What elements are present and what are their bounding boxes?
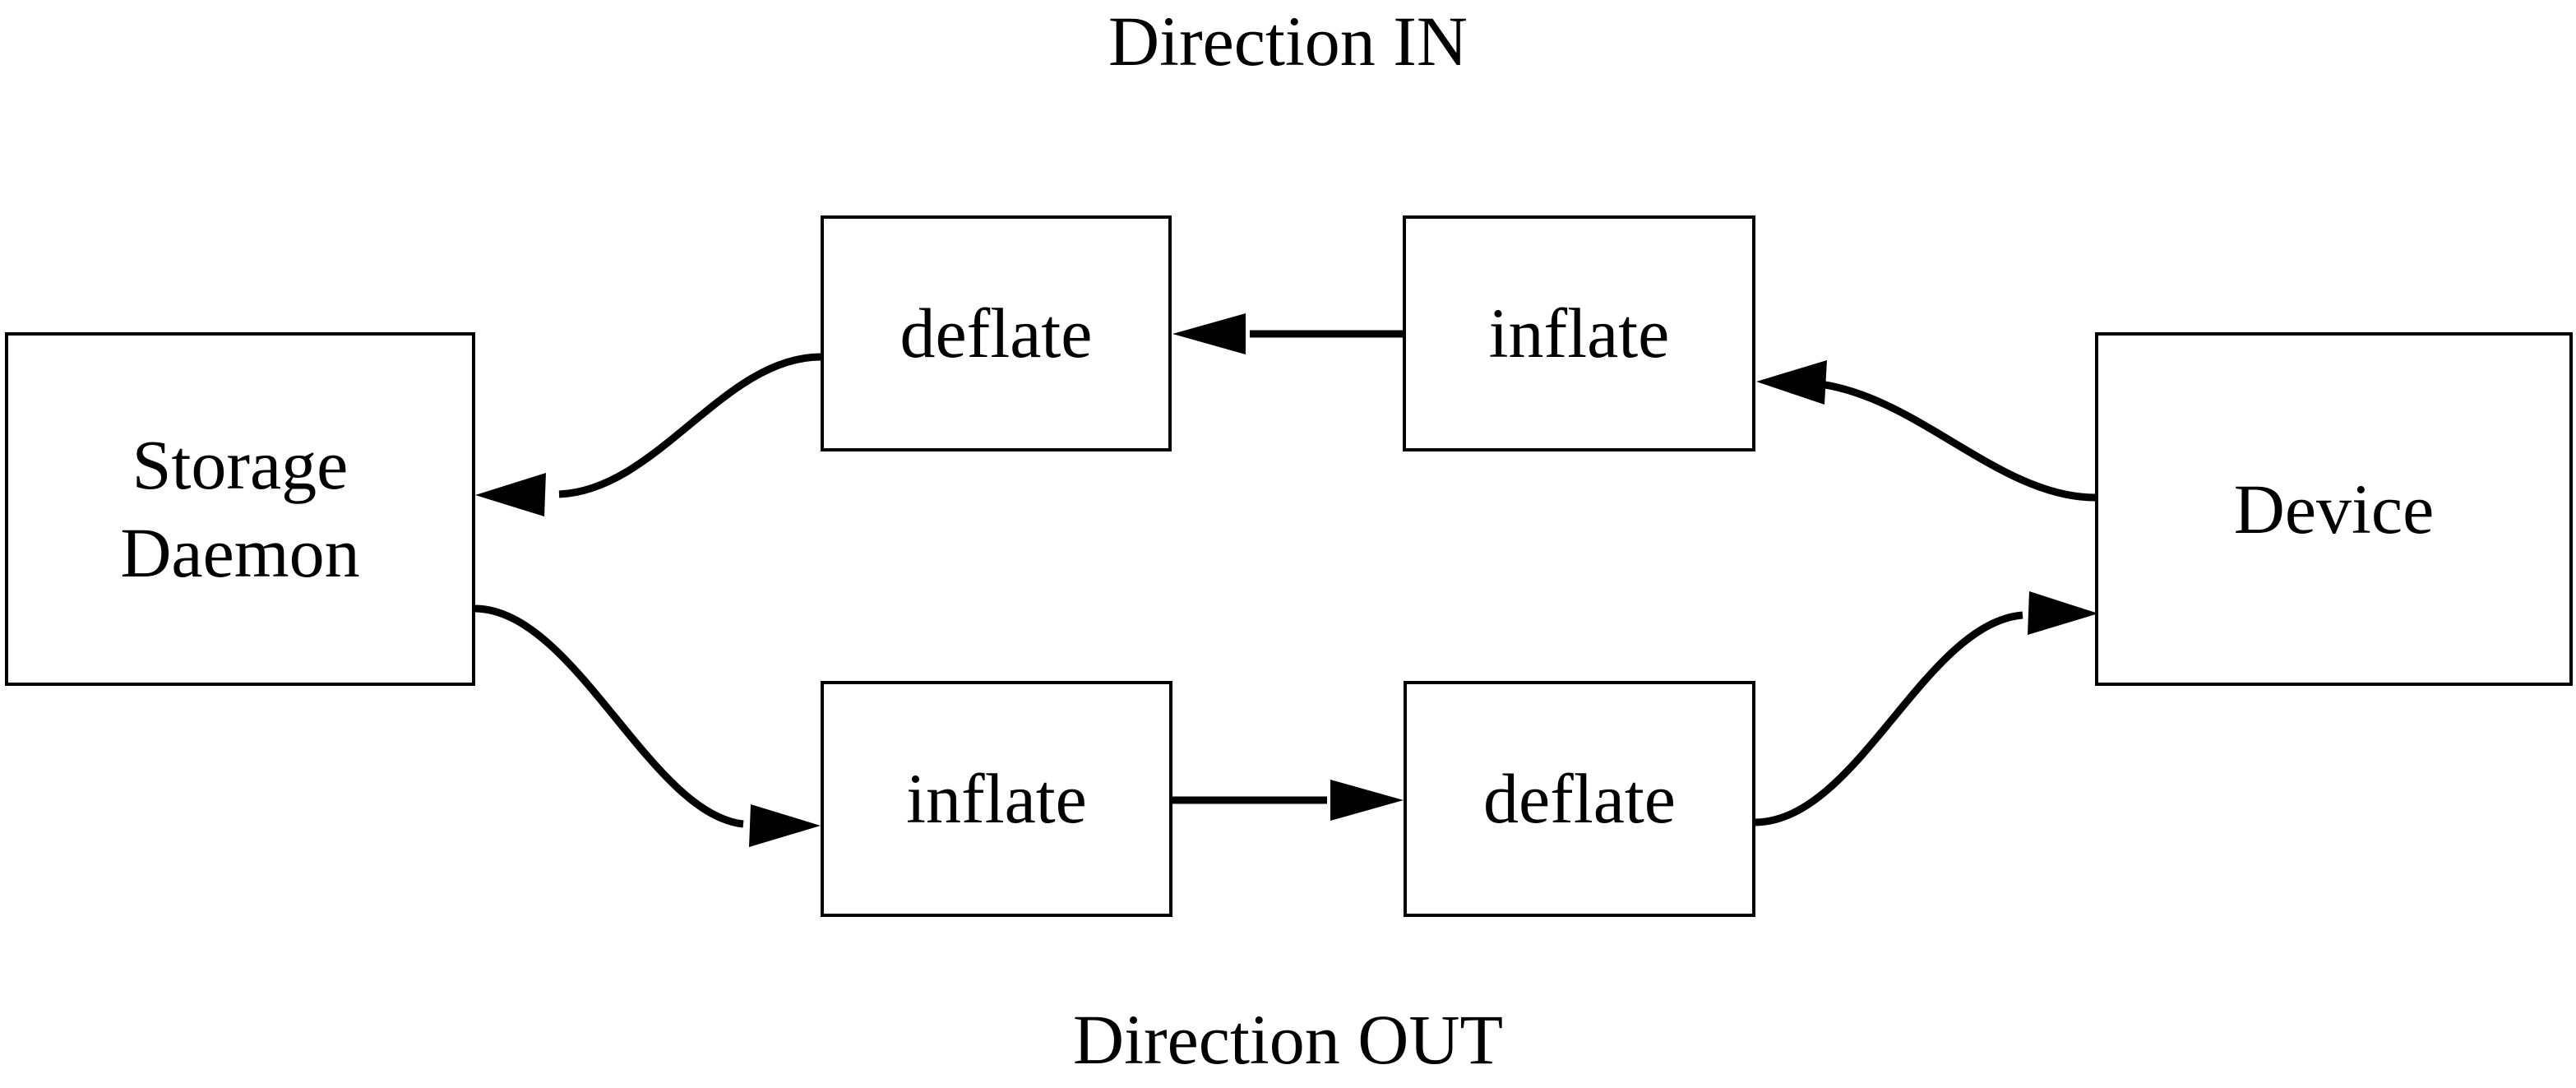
edge-deflate-in-to-storage [475,353,821,516]
node-inflate-out-label: inflate [906,759,1087,839]
node-inflate-in-label: inflate [1488,294,1670,373]
edge-device-to-inflate-in [1756,360,2096,502]
node-deflate-out[interactable]: deflate [1404,681,1755,917]
node-storage-daemon[interactable]: Storage Daemon [5,332,475,686]
node-deflate-in-label: deflate [900,294,1093,373]
edge-deflate-out-to-device [1755,591,2098,826]
node-storage-daemon-label-line1: Storage [132,424,349,504]
node-deflate-out-label: deflate [1483,759,1676,839]
caption-direction-in: Direction IN [1108,2,1468,81]
node-inflate-in[interactable]: inflate [1403,215,1755,451]
node-storage-daemon-label-line2: Daemon [120,513,360,592]
node-device-label: Device [2233,469,2435,549]
node-deflate-in[interactable]: deflate [821,215,1172,451]
edge-inflate-out-to-deflate-out [1172,780,1404,821]
node-device[interactable]: Device [2095,332,2573,686]
edge-storage-to-inflate-out [474,604,821,847]
node-inflate-out[interactable]: inflate [821,681,1172,917]
caption-direction-out: Direction OUT [1072,1000,1503,1079]
edge-inflate-in-to-deflate-in [1172,313,1403,354]
